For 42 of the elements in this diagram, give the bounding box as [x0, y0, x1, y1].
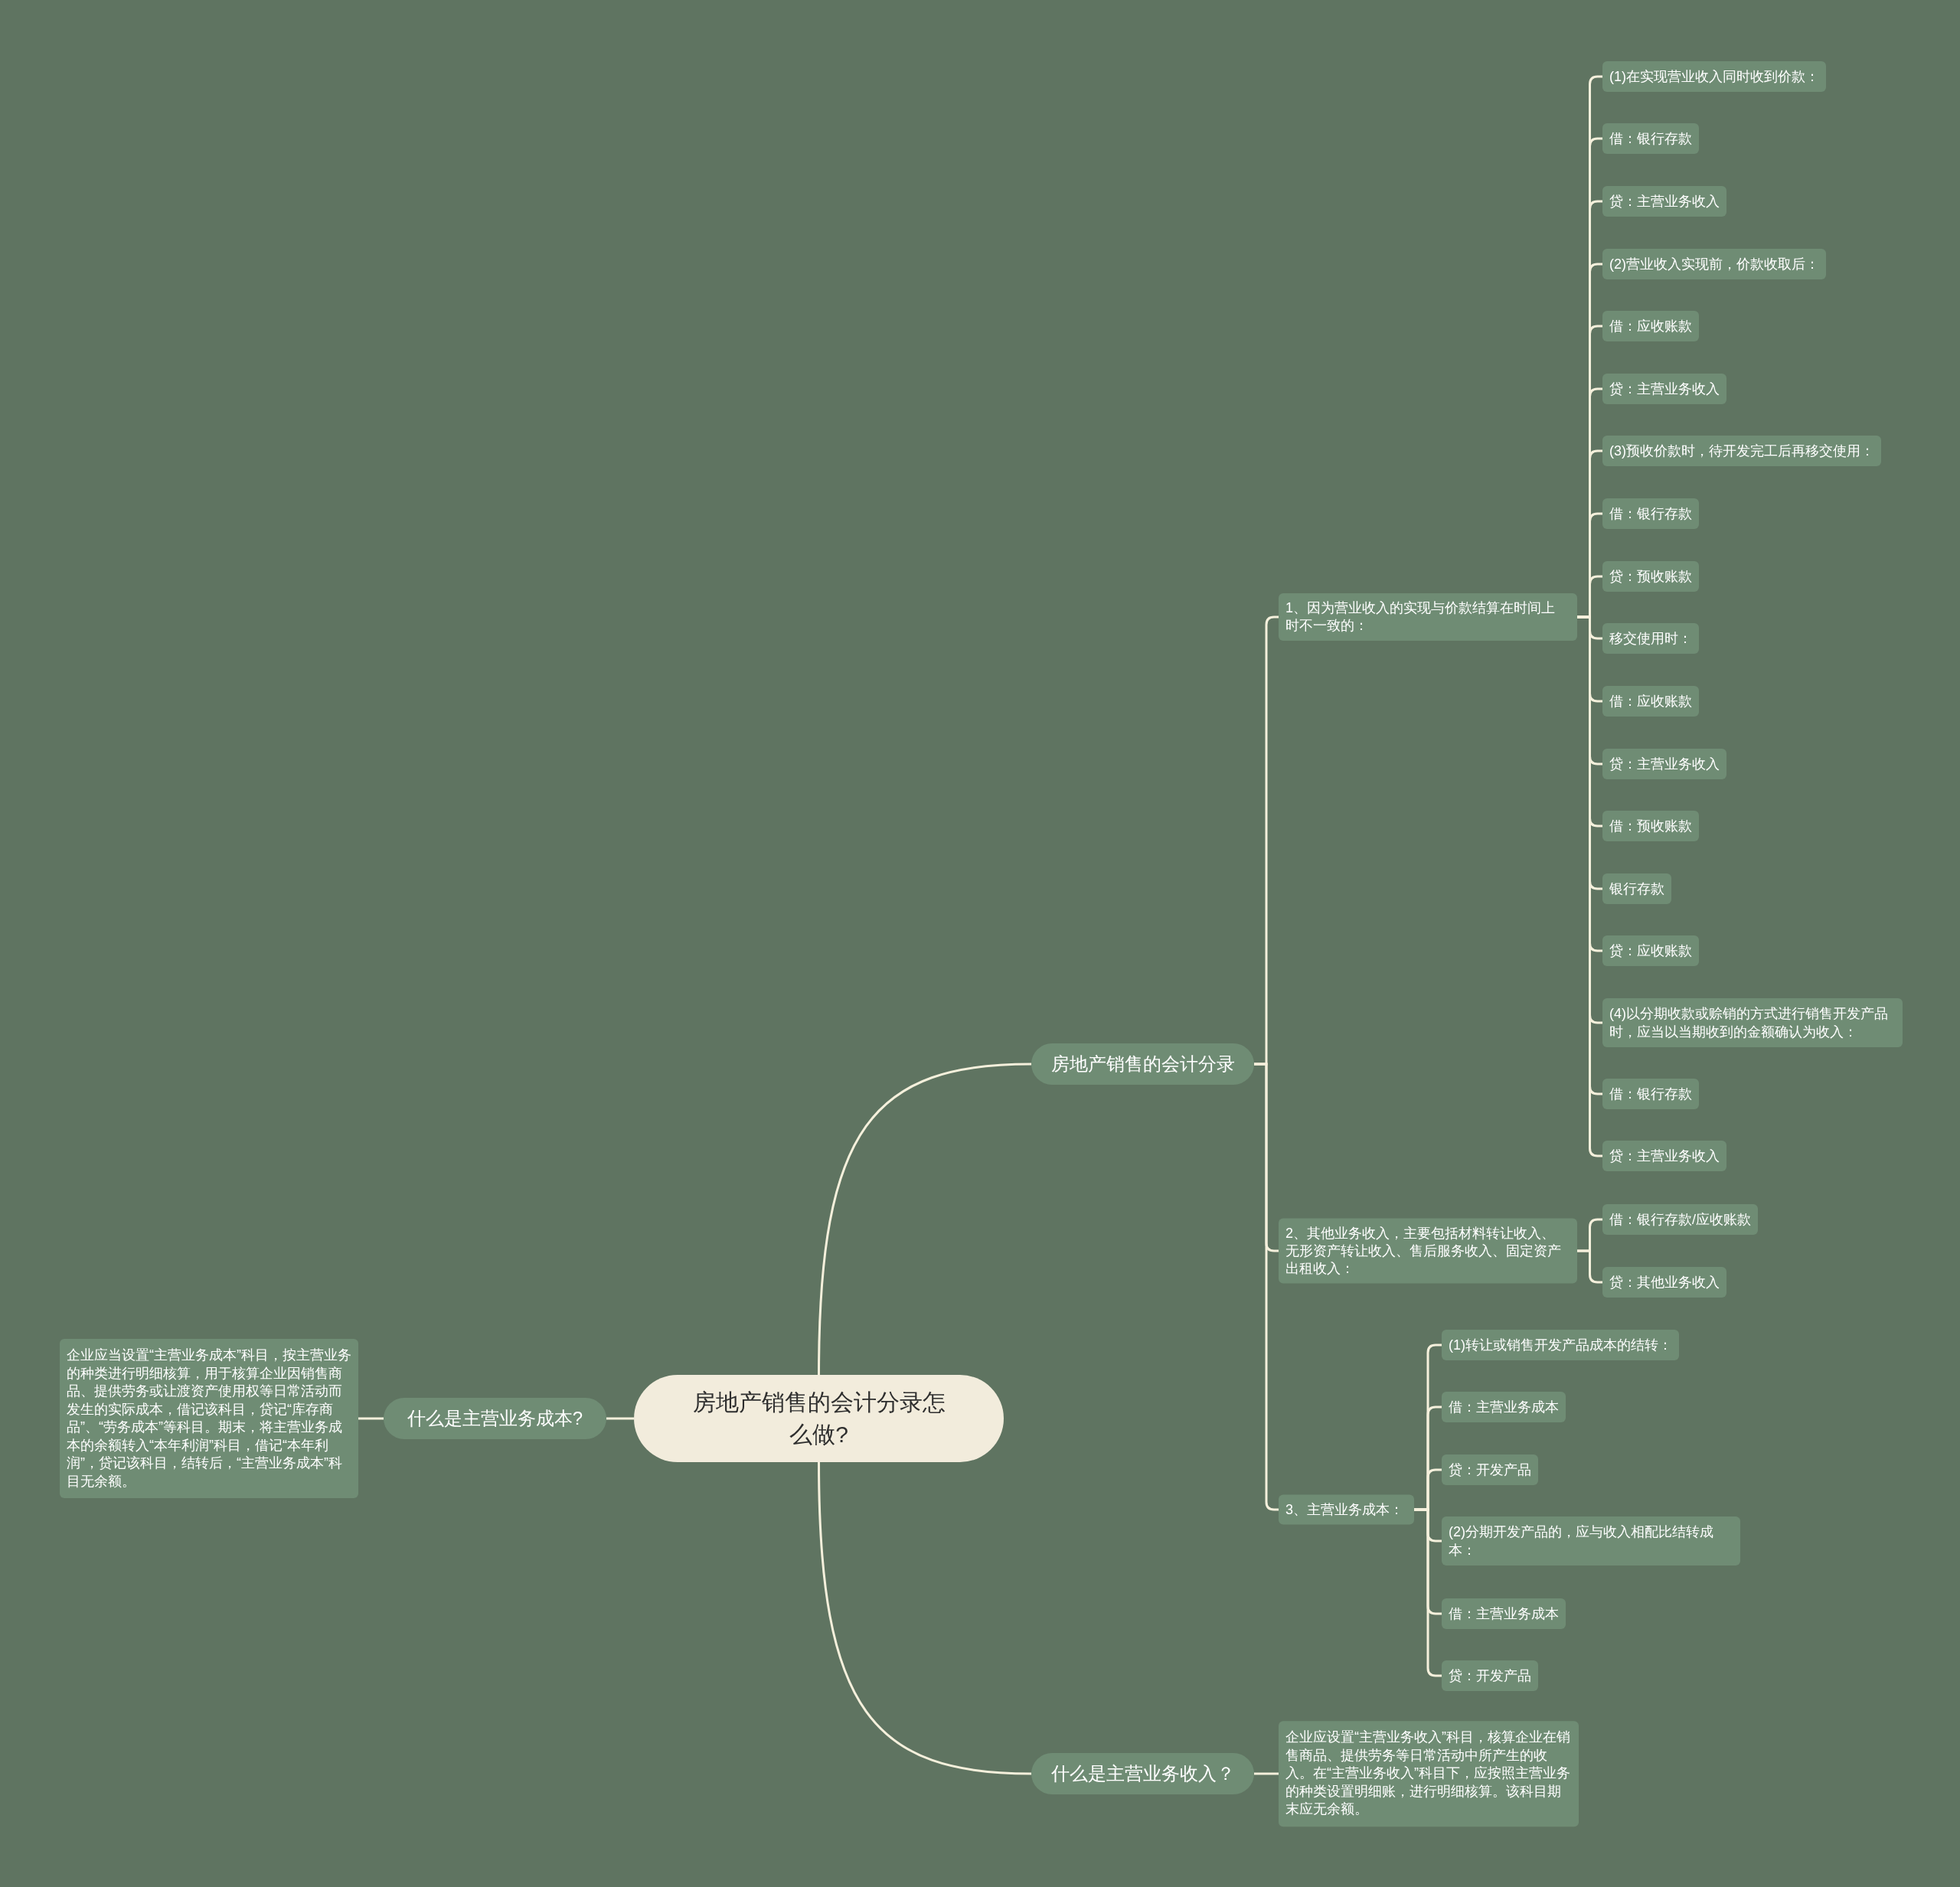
main-topic: 什么是主营业务成本?: [384, 1398, 606, 1439]
leaf-topic: 借：应收账款: [1602, 311, 1699, 341]
connector-line: [1577, 1249, 1602, 1284]
leaf-topic: 贷：主营业务收入: [1602, 1141, 1726, 1171]
leaf-topic: 贷：开发产品: [1442, 1660, 1538, 1691]
leaf-topic: 借：主营业务成本: [1442, 1392, 1566, 1422]
connector-line: [818, 1063, 1032, 1376]
leaf-topic: 贷：其他业务收入: [1602, 1267, 1726, 1298]
leaf-topic: 借：预收账款: [1602, 811, 1699, 841]
connector-line: [1414, 1508, 1442, 1677]
main-topic: 房地产销售的会计分录: [1031, 1043, 1254, 1085]
note-card: 企业应设置“主营业务收入”科目，核算企业在销售商品、提供劳务等日常活动中所产生的收入。在“主营业务收入”科目下，应按照主营业务的种类设置明细账，进行明细核算。该科目期末应无余额。: [1279, 1721, 1579, 1827]
leaf-topic: 移交使用时：: [1602, 623, 1699, 654]
leaf-topic: 借：应收账款: [1602, 686, 1699, 717]
leaf-topic: 银行存款: [1602, 873, 1671, 904]
subtopic: 2、其他业务收入，主要包括材料转让收入、无形资产转让收入、售后服务收入、固定资产出租收入：: [1279, 1218, 1577, 1284]
leaf-topic: 借：银行存款: [1602, 498, 1699, 529]
leaf-topic: (1)转让或销售开发产品成本的结转：: [1442, 1330, 1679, 1360]
connector-line: [606, 1417, 634, 1420]
leaf-topic: (4)以分期收款或赊销的方式进行销售开发产品时，应当以当期收到的金额确认为收入：: [1602, 998, 1903, 1047]
leaf-topic: 贷：开发产品: [1442, 1454, 1538, 1485]
leaf-topic: 贷：主营业务收入: [1602, 186, 1726, 217]
subtopic: 1、因为营业收入的实现与价款结算在时间上时不一致的：: [1279, 593, 1577, 641]
main-topic: 什么是主营业务收入？: [1031, 1753, 1254, 1794]
central-topic: 房地产销售的会计分录怎么做?: [634, 1375, 1004, 1462]
connector-line: [1254, 1772, 1279, 1775]
leaf-topic: 借：主营业务成本: [1442, 1598, 1566, 1629]
connector-line: [358, 1417, 384, 1420]
leaf-topic: (3)预收价款时，待开发完工后再移交使用：: [1602, 436, 1881, 466]
leaf-topic: (2)分期开发产品的，应与收入相配比结转成本：: [1442, 1516, 1740, 1565]
leaf-topic: (2)营业收入实现前，价款收取后：: [1602, 249, 1826, 279]
leaf-topic: (1)在实现营业收入同时收到价款：: [1602, 61, 1826, 92]
leaf-topic: 借：银行存款/应收账款: [1602, 1204, 1758, 1235]
leaf-topic: 借：银行存款: [1602, 1079, 1699, 1109]
leaf-topic: 贷：应收账款: [1602, 935, 1699, 966]
leaf-topic: 贷：主营业务收入: [1602, 374, 1726, 404]
leaf-topic: 贷：预收账款: [1602, 561, 1699, 592]
note-card: 企业应当设置“主营业务成本”科目，按主营业务的种类进行明细核算，用于核算企业因销售商品、提供劳务或让渡资产使用权等日常活动而发生的实际成本，借记该科目，贷记“库存商品”、“劳务成本”等科目。期末，将主营业务成本的余额转入“本年利润”科目，借记“本年利润”，贷记该科目，结转后，“主营业务成本”科目无余额。: [60, 1339, 358, 1498]
leaf-topic: 借：银行存款: [1602, 123, 1699, 154]
connector-line: [818, 1461, 1032, 1775]
leaf-topic: 贷：主营业务收入: [1602, 749, 1726, 779]
subtopic: 3、主营业务成本：: [1279, 1494, 1414, 1525]
